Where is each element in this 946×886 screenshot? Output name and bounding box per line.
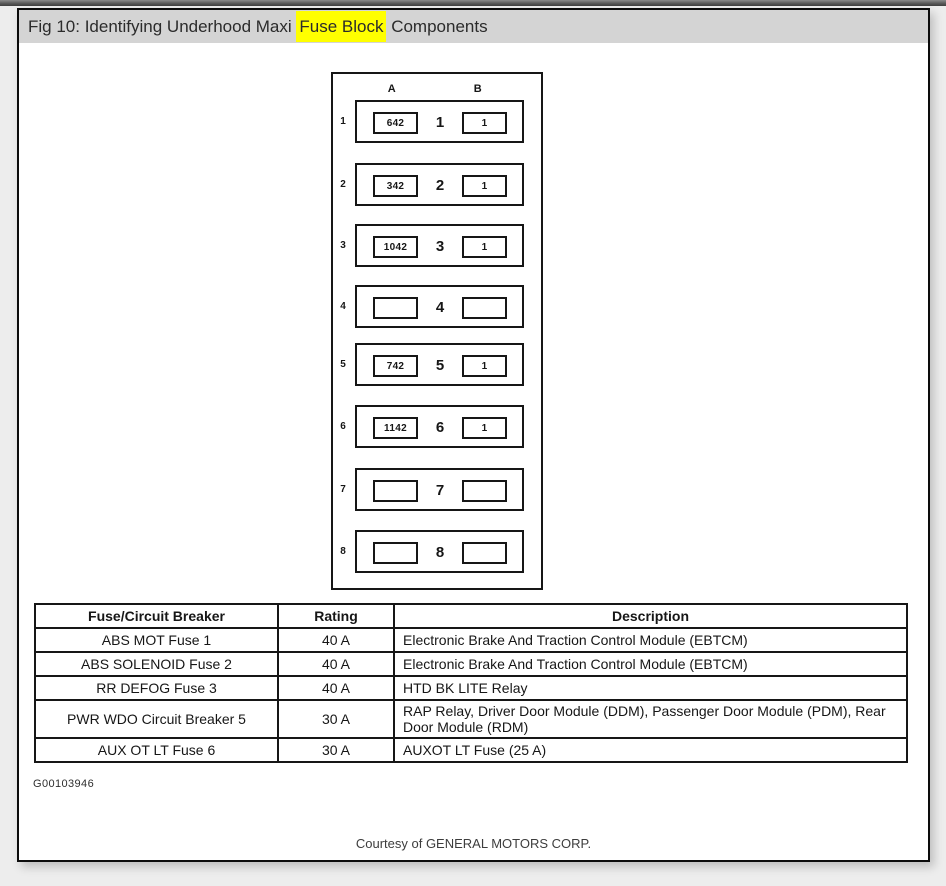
description-cell: RAP Relay, Driver Door Module (DDM), Pas… bbox=[393, 699, 908, 739]
circuit-number-label: 742 bbox=[386, 360, 405, 372]
slot-number: 4 bbox=[435, 299, 445, 316]
column-header-rating: Rating bbox=[277, 603, 395, 629]
search-highlight: Fuse Block bbox=[296, 11, 387, 42]
fuse-cavity-b: 1 bbox=[462, 175, 507, 197]
fuse-slot: 1142 6 1 bbox=[355, 405, 524, 448]
description-cell: Electronic Brake And Traction Control Mo… bbox=[393, 651, 908, 677]
fuse-row: 7 7 bbox=[333, 468, 545, 511]
fuse-slot: 8 bbox=[355, 530, 524, 573]
terminal-label: 1 bbox=[481, 180, 488, 192]
fuse-cavity-a: 342 bbox=[373, 175, 418, 197]
fuse-cavity-a bbox=[373, 480, 418, 502]
rating-cell: 40 A bbox=[277, 675, 395, 701]
fuse-cavity-b: 1 bbox=[462, 417, 507, 439]
fuse-slot: 1042 3 1 bbox=[355, 224, 524, 267]
rating-cell: 40 A bbox=[277, 651, 395, 677]
fuse-row: 2 342 2 1 bbox=[333, 163, 545, 206]
caption-text-suffix: Components bbox=[386, 17, 488, 36]
slot-number: 8 bbox=[435, 544, 445, 561]
fuse-table: Fuse/Circuit Breaker Rating Description … bbox=[34, 603, 908, 763]
table-header-row: Fuse/Circuit Breaker Rating Description bbox=[34, 603, 908, 629]
description-cell: AUXOT LT Fuse (25 A) bbox=[393, 737, 908, 763]
column-header-b: B bbox=[473, 83, 483, 95]
column-header-a: A bbox=[387, 83, 397, 95]
row-number: 4 bbox=[340, 301, 346, 312]
fuse-name-cell: AUX OT LT Fuse 6 bbox=[34, 737, 279, 763]
figure-id: G00103946 bbox=[33, 778, 95, 790]
fuse-slot: 342 2 1 bbox=[355, 163, 524, 206]
fuse-cavity-a bbox=[373, 542, 418, 564]
fuse-cavity-a bbox=[373, 297, 418, 319]
slot-number: 2 bbox=[435, 177, 445, 194]
fuse-row: 8 8 bbox=[333, 530, 545, 573]
row-number: 3 bbox=[340, 240, 346, 251]
row-number: 1 bbox=[340, 116, 346, 127]
row-number: 5 bbox=[340, 359, 346, 370]
fuse-cavity-a: 1142 bbox=[373, 417, 418, 439]
fuse-row: 1 642 1 1 bbox=[333, 100, 545, 143]
fuse-cavity-b: 1 bbox=[462, 112, 507, 134]
fuse-slot: 742 5 1 bbox=[355, 343, 524, 386]
fuse-cavity-b bbox=[462, 542, 507, 564]
fuse-cavity-a: 742 bbox=[373, 355, 418, 377]
fuse-row: 4 4 bbox=[333, 285, 545, 328]
circuit-number-label: 642 bbox=[386, 117, 405, 129]
table-row: ABS MOT Fuse 1 40 A Electronic Brake And… bbox=[34, 627, 908, 653]
fuse-name-cell: RR DEFOG Fuse 3 bbox=[34, 675, 279, 701]
slot-number: 7 bbox=[435, 482, 445, 499]
rating-cell: 40 A bbox=[277, 627, 395, 653]
terminal-label: 1 bbox=[481, 360, 488, 372]
row-number: 2 bbox=[340, 179, 346, 190]
terminal-label: 1 bbox=[481, 422, 488, 434]
circuit-number-label: 1042 bbox=[383, 241, 408, 253]
table-row: RR DEFOG Fuse 3 40 A HTD BK LITE Relay bbox=[34, 675, 908, 701]
fuse-row: 3 1042 3 1 bbox=[333, 224, 545, 267]
fuse-name-cell: ABS SOLENOID Fuse 2 bbox=[34, 651, 279, 677]
window-top-bar bbox=[0, 0, 946, 6]
fuse-slot: 7 bbox=[355, 468, 524, 511]
terminal-label: 1 bbox=[481, 117, 488, 129]
caption-text-prefix: Fig 10: Identifying Underhood Maxi bbox=[28, 17, 297, 36]
fuse-cavity-a: 642 bbox=[373, 112, 418, 134]
rating-cell: 30 A bbox=[277, 737, 395, 763]
description-cell: Electronic Brake And Traction Control Mo… bbox=[393, 627, 908, 653]
table-row: PWR WDO Circuit Breaker 5 30 A RAP Relay… bbox=[34, 699, 908, 739]
description-cell: HTD BK LITE Relay bbox=[393, 675, 908, 701]
slot-number: 5 bbox=[435, 357, 445, 374]
fuse-cavity-b: 1 bbox=[462, 236, 507, 258]
slot-number: 6 bbox=[435, 419, 445, 436]
figure-caption-bar: Fig 10: Identifying Underhood Maxi Fuse … bbox=[19, 10, 928, 43]
fuse-cavity-a: 1042 bbox=[373, 236, 418, 258]
fuse-name-cell: PWR WDO Circuit Breaker 5 bbox=[34, 699, 279, 739]
fuse-row: 5 742 5 1 bbox=[333, 343, 545, 386]
circuit-number-label: 1142 bbox=[384, 422, 407, 434]
row-number: 8 bbox=[340, 546, 346, 557]
fuse-row: 6 1142 6 1 bbox=[333, 405, 545, 448]
column-header-fuse: Fuse/Circuit Breaker bbox=[34, 603, 279, 629]
slot-number: 3 bbox=[435, 238, 445, 255]
row-number: 6 bbox=[340, 421, 346, 432]
terminal-label: 1 bbox=[481, 241, 488, 253]
credit-line: Courtesy of GENERAL MOTORS CORP. bbox=[355, 836, 592, 851]
figure-panel: Fig 10: Identifying Underhood Maxi Fuse … bbox=[17, 8, 930, 862]
fuse-cavity-b: 1 bbox=[462, 355, 507, 377]
circuit-number-label: 342 bbox=[386, 180, 405, 192]
fuse-cavity-b bbox=[462, 480, 507, 502]
fuse-name-cell: ABS MOT Fuse 1 bbox=[34, 627, 279, 653]
row-number: 7 bbox=[340, 484, 346, 495]
table-row: ABS SOLENOID Fuse 2 40 A Electronic Brak… bbox=[34, 651, 908, 677]
table-row: AUX OT LT Fuse 6 30 A AUXOT LT Fuse (25 … bbox=[34, 737, 908, 763]
fuse-slot: 4 bbox=[355, 285, 524, 328]
slot-number: 1 bbox=[435, 114, 445, 131]
fuse-block-diagram: A B 1 642 1 1 2 342 2 1 3 1042 3 1 bbox=[331, 72, 543, 590]
rating-cell: 30 A bbox=[277, 699, 395, 739]
fuse-slot: 642 1 1 bbox=[355, 100, 524, 143]
fuse-cavity-b bbox=[462, 297, 507, 319]
column-header-description: Description bbox=[393, 603, 908, 629]
